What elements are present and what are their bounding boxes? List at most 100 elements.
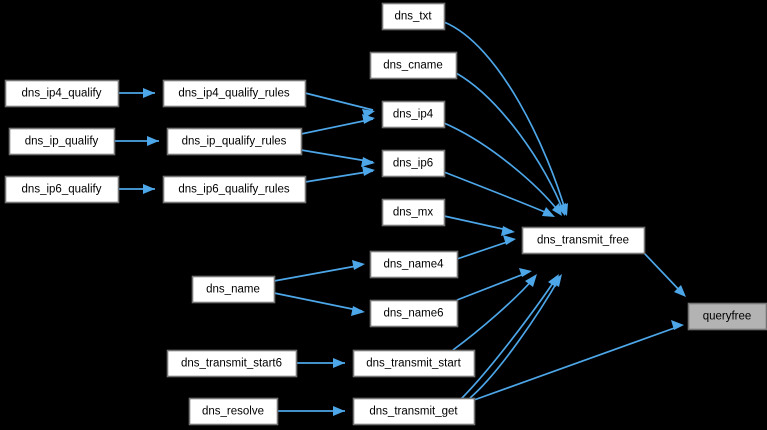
arrow-head-icon <box>351 306 365 316</box>
arrow-head-icon <box>552 203 562 216</box>
node-box[interactable] <box>166 349 298 378</box>
edge-dns_ip4_qualify-to-dns_ip4_qualify_rules <box>118 88 155 98</box>
edge-line <box>443 21 567 214</box>
node-dns_ip4[interactable]: dns_ip4 <box>381 100 446 129</box>
edges-layer <box>114 21 686 416</box>
node-dns_name4[interactable]: dns_name4 <box>369 250 459 279</box>
edge-dns_ip6_qualify_rules-to-dns_ip6 <box>304 166 375 183</box>
arrow-head-icon <box>674 285 686 297</box>
edge-dns_ip_qualify-to-dns_ip_qualify_rules <box>114 136 159 146</box>
edge-dns_transmit_free-to-queryfree <box>643 252 686 297</box>
edge-dns_name-to-dns_name6 <box>273 292 365 316</box>
edge-dns_ip4-to-dns_transmit_free <box>443 122 562 216</box>
arrow-head-icon <box>503 235 516 245</box>
node-dns_name[interactable]: dns_name <box>191 275 276 304</box>
edge-line <box>304 92 374 111</box>
edge-line <box>455 72 565 214</box>
node-box[interactable] <box>191 275 276 304</box>
arrow-head-icon <box>501 226 515 236</box>
arrow-head-icon <box>352 260 365 270</box>
node-box[interactable] <box>352 397 476 426</box>
node-box[interactable] <box>369 51 458 80</box>
node-dns_ip6_qualify[interactable]: dns_ip6_qualify <box>4 175 120 204</box>
edge-dns_mx-to-dns_transmit_free <box>443 215 515 236</box>
node-box[interactable] <box>521 226 646 255</box>
node-dns_ip6_qualify_rules[interactable]: dns_ip6_qualify_rules <box>162 175 307 204</box>
edge-dns_resolve-to-dns_transmit_get <box>277 406 345 416</box>
node-box[interactable] <box>381 149 446 178</box>
node-dns_ip4_qualify_rules[interactable]: dns_ip4_qualify_rules <box>162 79 307 108</box>
node-box[interactable] <box>381 2 446 31</box>
node-box[interactable] <box>162 175 307 204</box>
edge-line <box>473 325 681 401</box>
node-dns_ip_qualify_rules[interactable]: dns_ip_qualify_rules <box>166 127 303 156</box>
node-box[interactable] <box>369 299 459 328</box>
edge-line <box>443 171 553 216</box>
arrow-head-icon <box>143 88 155 98</box>
arrow-head-icon <box>671 320 684 330</box>
node-dns_cname[interactable]: dns_cname <box>369 51 458 80</box>
node-dns_transmit_start[interactable]: dns_transmit_start <box>352 349 476 378</box>
edge-line <box>456 271 530 301</box>
node-box[interactable] <box>166 127 303 156</box>
arrow-head-icon <box>147 136 159 146</box>
edge-line <box>300 118 374 135</box>
nodes-layer: dns_ip4_qualify dns_ip_qualify dns_ip6_qua… <box>4 2 767 426</box>
arrow-head-icon <box>362 166 375 176</box>
edge-dns_transmit_start-to-dns_transmit_free <box>452 274 537 351</box>
edge-line <box>452 276 536 351</box>
arrow-head-icon <box>551 274 562 287</box>
node-box[interactable] <box>4 79 120 108</box>
edge-dns_cname-to-dns_transmit_free <box>455 72 566 216</box>
arrow-head-icon <box>333 358 345 368</box>
edge-line <box>443 122 561 214</box>
edge-line <box>460 276 558 400</box>
edge-line <box>273 292 363 312</box>
node-dns_transmit_free[interactable]: dns_transmit_free <box>521 226 646 255</box>
node-dns_ip_qualify[interactable]: dns_ip_qualify <box>8 127 116 156</box>
edge-dns_name6-to-dns_transmit_free <box>456 268 532 301</box>
edge-dns_ip4_qualify_rules-to-dns_ip4 <box>304 92 375 118</box>
node-box[interactable] <box>4 175 120 204</box>
edge-dns_transmit_start6-to-dns_transmit_start <box>296 358 345 368</box>
node-dns_txt[interactable]: dns_txt <box>381 2 446 31</box>
edge-line <box>273 264 363 282</box>
edge-dns_ip_qualify_rules-to-dns_ip4 <box>300 114 375 135</box>
node-box[interactable] <box>188 397 279 426</box>
edge-line <box>469 276 561 399</box>
edge-dns_name-to-dns_name4 <box>273 260 365 282</box>
node-box[interactable] <box>381 198 446 227</box>
node-box[interactable] <box>352 349 476 378</box>
node-box[interactable] <box>162 79 307 108</box>
node-dns_mx[interactable]: dns_mx <box>381 198 446 227</box>
node-dns_resolve[interactable]: dns_resolve <box>188 397 279 426</box>
node-dns_name6[interactable]: dns_name6 <box>369 299 459 328</box>
node-box[interactable] <box>687 302 767 331</box>
node-box[interactable] <box>8 127 116 156</box>
edge-dns_transmit_get-to-queryfree <box>473 320 684 401</box>
node-dns_ip6[interactable]: dns_ip6 <box>381 149 446 178</box>
arrow-head-icon <box>519 268 532 277</box>
edge-dns_ip6-to-dns_transmit_free <box>443 171 555 217</box>
edge-dns_name4-to-dns_transmit_free <box>456 235 516 260</box>
node-queryfree[interactable]: queryfree <box>687 302 767 331</box>
edge-dns_ip_qualify_rules-to-dns_ip6 <box>300 149 375 167</box>
node-dns_transmit_start6[interactable]: dns_transmit_start6 <box>166 349 298 378</box>
node-box[interactable] <box>369 250 459 279</box>
arrow-head-icon <box>542 207 555 217</box>
arrow-head-icon <box>525 274 537 287</box>
arrow-head-icon <box>143 184 155 194</box>
arrow-head-icon <box>333 406 345 416</box>
arrow-head-icon <box>362 114 375 124</box>
node-box[interactable] <box>381 100 446 129</box>
edge-line <box>456 239 514 260</box>
edge-line <box>300 149 374 163</box>
edge-dns_transmit_get-to-dns_transmit_free <box>469 274 562 399</box>
edge-line <box>643 252 684 295</box>
node-dns_transmit_get[interactable]: dns_transmit_get <box>352 397 476 426</box>
arrow-head-icon <box>361 157 375 167</box>
node-dns_ip4_qualify[interactable]: dns_ip4_qualify <box>4 79 120 108</box>
edge-dns_ip6_qualify-to-dns_ip6_qualify_rules <box>118 184 155 194</box>
